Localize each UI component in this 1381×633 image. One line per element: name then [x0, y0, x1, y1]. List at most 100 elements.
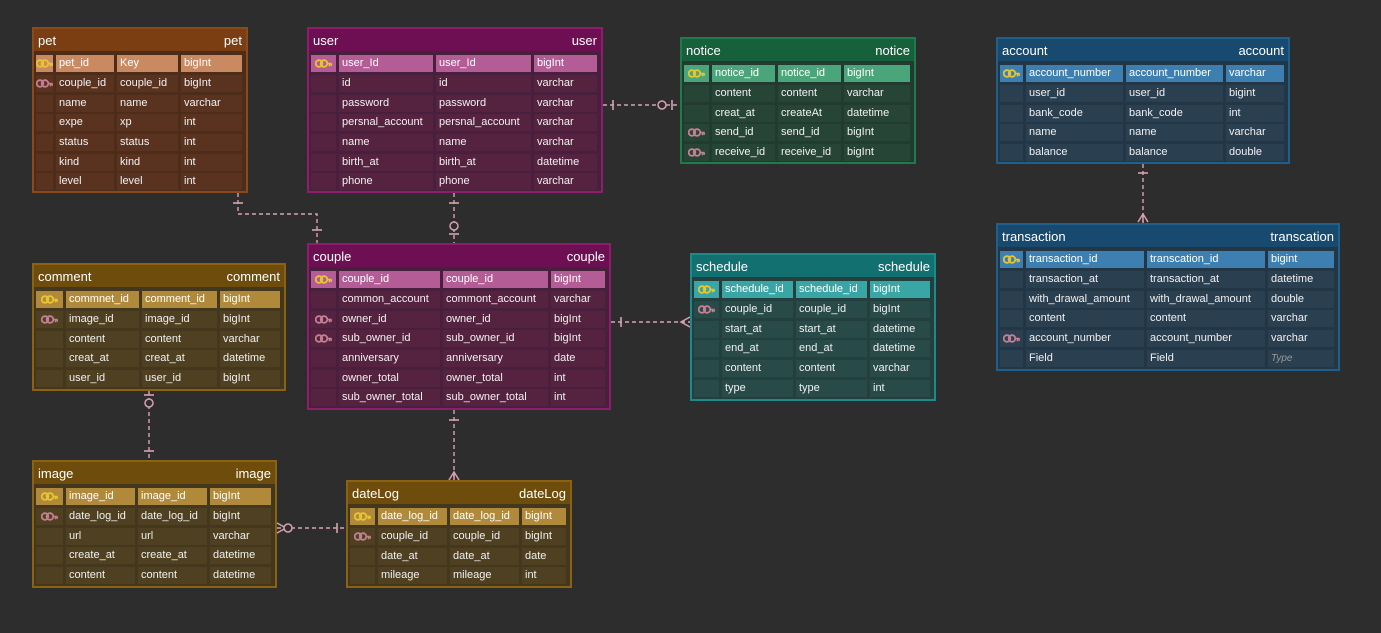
field-label: creat_at — [142, 350, 217, 368]
field-label: name — [436, 134, 531, 152]
field-label: Key — [117, 55, 178, 73]
key-cell — [1000, 349, 1023, 367]
field-type: varchar — [534, 75, 597, 93]
relationship-account-transaction[interactable] — [1137, 164, 1149, 223]
field-label: image_id — [142, 311, 217, 329]
field-label: user_id — [142, 370, 217, 388]
relationship-user-couple[interactable] — [449, 193, 459, 243]
relationship-pet-couple[interactable] — [233, 193, 322, 243]
field-label: transcation_id — [1147, 251, 1265, 269]
relationship-couple-schedule[interactable] — [611, 316, 691, 328]
relationship-couple-datelog[interactable] — [448, 410, 460, 481]
relationship-comment-image[interactable] — [144, 391, 154, 460]
key-cell — [1000, 124, 1023, 142]
field-label: Field — [1147, 349, 1265, 367]
key-cell — [1000, 65, 1023, 83]
relationship-image-datelog[interactable] — [276, 522, 346, 534]
field-name: common_account — [339, 291, 440, 309]
relationship-user-notice[interactable] — [603, 100, 680, 110]
field-type: bigint — [1268, 251, 1334, 269]
field-label: receive_id — [778, 144, 841, 162]
field-type: varchar — [534, 94, 597, 112]
